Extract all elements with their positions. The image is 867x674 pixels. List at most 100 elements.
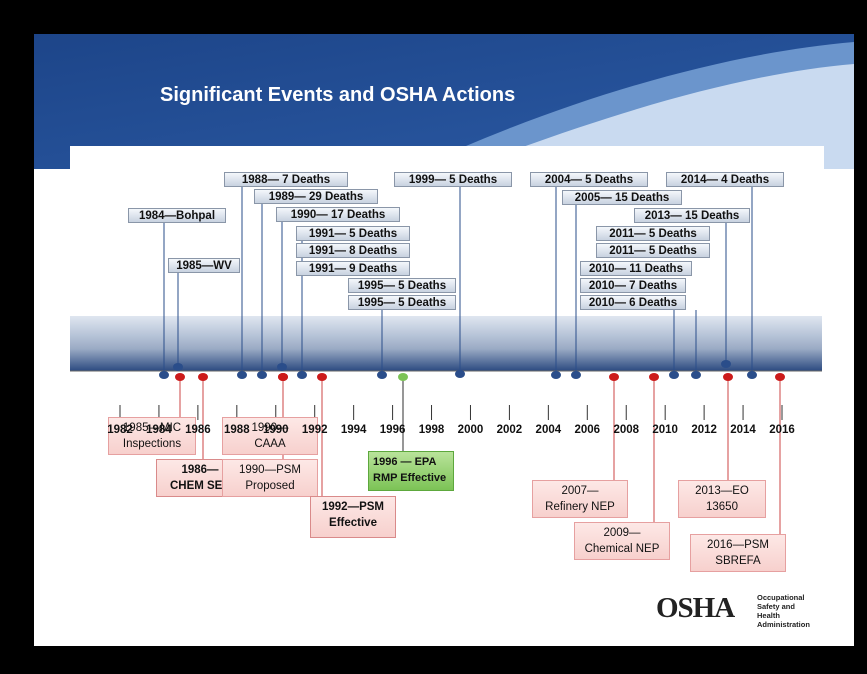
event-dot <box>691 371 701 379</box>
event-box: 2005— 15 Deaths <box>562 190 682 205</box>
action-line2: Effective <box>329 517 377 529</box>
year-label: 1990 <box>262 424 289 436</box>
event-box: 1984—Bohpal <box>128 208 226 223</box>
action-line2: Refinery NEP <box>545 501 615 513</box>
action-box: 1992—PSM Effective <box>310 496 396 538</box>
action-line2: CHEM SEP <box>169 480 231 492</box>
action-line2: Proposed <box>245 480 295 492</box>
action-line2: 13650 <box>706 501 738 513</box>
action-line1: 1990—PSM <box>238 464 301 476</box>
event-dot <box>175 373 185 381</box>
year-label: 1984 <box>146 424 172 436</box>
action-box: 2016—PSM SBREFA <box>690 534 786 572</box>
action-line2: RMP Effective <box>373 472 447 484</box>
event-dot <box>277 363 287 371</box>
slide-title: Significant Events and OSHA Actions <box>160 84 516 106</box>
action-line2: CAAA <box>254 438 286 450</box>
event-dot <box>398 373 408 381</box>
event-dot <box>571 371 581 379</box>
event-dot <box>649 373 659 381</box>
event-dot <box>257 371 267 379</box>
event-dot <box>278 373 288 381</box>
event-dot <box>721 360 731 368</box>
action-box: 1996 — EPA RMP Effective <box>368 451 454 491</box>
event-box: 2014— 4 Deaths <box>666 172 784 187</box>
event-box: 1988— 7 Deaths <box>224 172 348 187</box>
event-box: 2010— 7 Deaths <box>580 278 686 293</box>
year-label: 1998 <box>418 424 445 436</box>
event-dot <box>317 373 327 381</box>
event-dot <box>747 371 757 379</box>
event-box: 1989— 29 Deaths <box>254 189 378 204</box>
event-box: 1995— 5 Deaths <box>348 295 456 310</box>
year-label: 1982 <box>107 424 133 436</box>
timeline-panel: 1984—Bohpal 1985—WV 1988— 7 Deaths 1989—… <box>70 146 824 576</box>
year-label: 2004 <box>535 424 562 436</box>
event-box: 1991— 8 Deaths <box>296 243 410 258</box>
slide: Significant Events and OSHA Actions 1984… <box>34 34 854 646</box>
year-label: 2002 <box>496 424 523 436</box>
event-dot <box>159 371 169 379</box>
action-box: 1990—PSM Proposed <box>222 459 318 497</box>
event-box: 2011— 5 Deaths <box>596 243 710 258</box>
action-line1: 1985—MIC <box>122 422 182 434</box>
event-dot <box>198 373 208 381</box>
action-line1: 2007— <box>561 485 599 497</box>
event-dot <box>609 373 619 381</box>
year-label: 2014 <box>730 424 756 436</box>
action-line1: 2009— <box>603 527 641 539</box>
year-label: 1994 <box>340 424 367 436</box>
year-label: 1996 <box>379 424 406 436</box>
action-line2: SBREFA <box>715 555 761 567</box>
event-box: 1995— 5 Deaths <box>348 278 456 293</box>
osha-sub-line2: Safety and Health <box>757 602 795 620</box>
year-label: 1988 <box>224 424 250 436</box>
event-dot <box>775 373 785 381</box>
action-line1: 1990— <box>251 422 289 434</box>
action-box: 2009— Chemical NEP <box>574 522 670 560</box>
event-dot <box>551 371 561 379</box>
action-box: 2013—EO 13650 <box>678 480 766 518</box>
event-dot <box>377 371 387 379</box>
year-label: 2016 <box>769 424 795 436</box>
action-line1: 1986— <box>181 464 219 476</box>
event-dot <box>455 370 465 378</box>
event-box: 1991— 9 Deaths <box>296 261 410 276</box>
event-box: 2013— 15 Deaths <box>634 208 750 223</box>
event-dot <box>669 371 679 379</box>
action-box: 1990— CAAA <box>222 417 318 455</box>
action-line1: 2016—PSM <box>706 539 769 551</box>
year-label: 2006 <box>574 424 601 436</box>
event-dot <box>723 373 733 381</box>
event-box: 1999— 5 Deaths <box>394 172 512 187</box>
year-label: 1992 <box>301 424 328 436</box>
event-box: 2010— 11 Deaths <box>580 261 692 276</box>
osha-logo-subtitle: Occupational Safety and Health Administr… <box>757 593 810 629</box>
timeline-connectors <box>70 187 822 534</box>
event-box: 2010— 6 Deaths <box>580 295 686 310</box>
event-dot <box>173 363 183 371</box>
event-box: 2004— 5 Deaths <box>530 172 648 187</box>
year-label: 2008 <box>613 424 640 436</box>
event-dot <box>237 371 247 379</box>
action-line1: 1992—PSM <box>321 501 384 513</box>
osha-sub-line3: Administration <box>757 620 810 629</box>
osha-logo-word: OSHA <box>656 592 735 624</box>
action-line1: 2013—EO <box>695 485 749 497</box>
event-box: 1991— 5 Deaths <box>296 226 410 241</box>
year-label: 1986 <box>185 424 211 436</box>
year-label: 2010 <box>652 424 678 436</box>
action-line2: Chemical NEP <box>584 543 660 555</box>
action-line2: Inspections <box>122 438 182 450</box>
event-box: 1985—WV <box>168 258 240 273</box>
event-box: 1990— 17 Deaths <box>276 207 400 222</box>
year-label: 2000 <box>457 424 484 436</box>
action-box: 1985—MIC Inspections <box>108 417 196 455</box>
event-dot <box>297 371 307 379</box>
year-label: 2012 <box>691 424 717 436</box>
event-box: 2011— 5 Deaths <box>596 226 710 241</box>
osha-sub-line1: Occupational <box>757 593 805 602</box>
timeline-band <box>70 316 822 371</box>
action-box: 2007— Refinery NEP <box>532 480 628 518</box>
action-line1: 1996 — EPA <box>373 456 437 468</box>
